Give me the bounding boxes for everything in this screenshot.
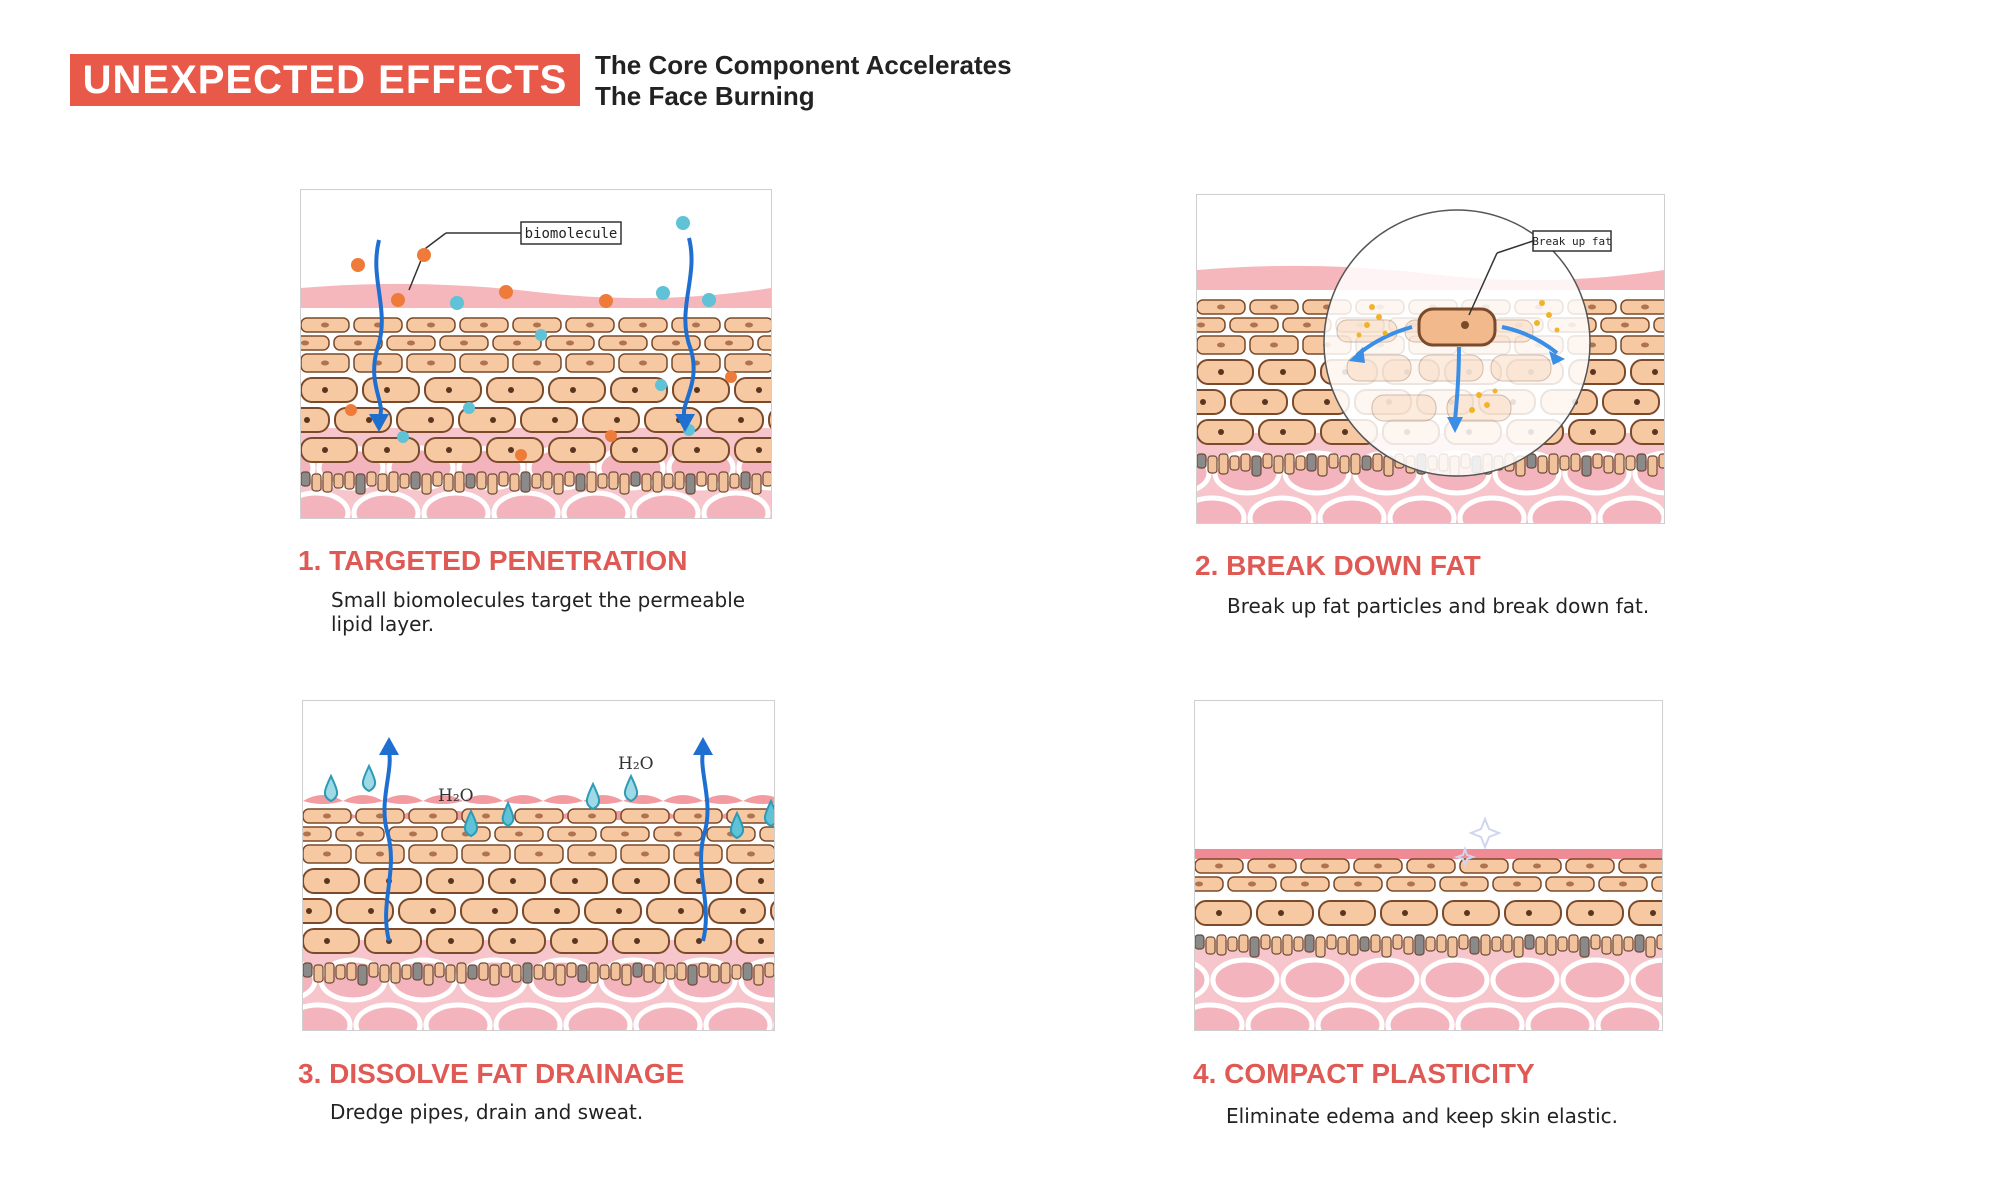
diagram-panel-dissolve-fat-drainage: H₂O H₂O <box>302 700 775 1031</box>
step-3-desc-line1: Dredge pipes, drain and sweat. <box>330 1100 644 1124</box>
biomolecule-particles <box>345 216 737 461</box>
skin-illustration-2: Break up fat <box>1197 209 1664 523</box>
skin-illustration-3: H₂O H₂O <box>303 737 774 1030</box>
diagram-panel-targeted-penetration: biomolecule <box>300 189 772 519</box>
penetration-arrows <box>369 237 696 432</box>
h2o-label-a: H₂O <box>438 786 474 806</box>
step-3-title: 3. DISSOLVE FAT DRAINAGE <box>298 1058 685 1089</box>
breakup-arrows <box>1349 325 1565 433</box>
sparkle-icon <box>1453 816 1502 869</box>
step-4-description: Eliminate edema and keep skin elastic. <box>1226 1104 1618 1128</box>
header-subtitle-line1: The Core Component Accelerates <box>595 50 1012 80</box>
step-1-description: Small biomolecules target the permeable … <box>331 588 745 636</box>
skin-layers <box>1195 849 1662 1030</box>
callout-biomolecule: biomolecule <box>525 226 618 242</box>
step-1-title: 1. TARGETED PENETRATION <box>298 545 688 576</box>
diagram-panel-break-down-fat: Break up fat <box>1196 194 1665 524</box>
skin-illustration-1: biomolecule <box>301 216 771 518</box>
step-2-title: 2. BREAK DOWN FAT <box>1195 550 1481 581</box>
header-subtitle-line2: The Face Burning <box>595 81 815 111</box>
step-1-desc-line1: Small biomolecules target the permeable <box>331 588 746 612</box>
drainage-arrows <box>379 737 713 942</box>
skin-illustration-4 <box>1195 816 1662 1030</box>
step-2-desc-line1: Break up fat particles and break down fa… <box>1227 594 1650 618</box>
fat-cell <box>1417 307 1497 347</box>
header-subtitle: The Core Component Accelerates The Face … <box>595 50 1012 112</box>
step-2-description: Break up fat particles and break down fa… <box>1227 594 1649 618</box>
step-4-title: 4. COMPACT PLASTICITY <box>1193 1058 1535 1089</box>
step-3-description: Dredge pipes, drain and sweat. <box>330 1100 643 1124</box>
header-badge: UNEXPECTED EFFECTS <box>70 54 580 106</box>
step-4-desc-line1: Eliminate edema and keep skin elastic. <box>1226 1104 1619 1128</box>
water-droplets <box>324 763 774 840</box>
skin-layers <box>303 795 774 1030</box>
h2o-label-b: H₂O <box>618 754 654 774</box>
callout-break-up-fat: Break up fat <box>1532 235 1611 248</box>
fat-particles <box>1356 300 1560 413</box>
step-1-desc-line2: lipid layer. <box>331 612 435 636</box>
diagram-panel-compact-plasticity <box>1194 700 1663 1031</box>
skin-layers <box>301 283 771 518</box>
